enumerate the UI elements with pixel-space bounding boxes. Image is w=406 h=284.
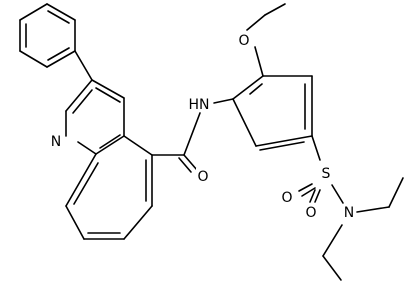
bond — [178, 157, 192, 173]
bond — [249, 83, 263, 95]
bond — [232, 75, 264, 100]
bond — [65, 153, 97, 207]
atom-label-amide-o: O — [197, 169, 208, 185]
bond — [232, 98, 257, 147]
bond — [183, 154, 198, 171]
bond — [322, 224, 343, 257]
atom-label-sulfonyl-o-bottom: O — [305, 205, 316, 221]
bond — [77, 141, 97, 155]
bond — [298, 183, 313, 192]
bond — [65, 79, 93, 112]
bond — [73, 162, 99, 205]
bond — [246, 14, 266, 31]
bond — [47, 47, 70, 61]
bond — [91, 79, 125, 99]
bond — [331, 184, 344, 204]
bond — [65, 205, 85, 240]
bond — [322, 255, 342, 281]
bond — [183, 112, 201, 156]
bond — [95, 87, 121, 103]
bond — [123, 135, 153, 156]
bond — [46, 3, 76, 21]
bond — [99, 134, 121, 149]
bond — [123, 205, 153, 240]
bond — [388, 177, 404, 208]
bond — [95, 135, 125, 155]
bond — [356, 206, 390, 213]
bond — [46, 50, 76, 68]
bond — [301, 187, 316, 197]
bond — [213, 98, 234, 104]
bond — [74, 50, 93, 81]
bond — [311, 135, 321, 161]
bond — [314, 189, 321, 203]
bond — [254, 46, 264, 77]
atom-label-methoxy-o: O — [238, 33, 249, 49]
bond — [19, 50, 48, 68]
atom-label-sulfonyl-o-left: O — [281, 190, 292, 206]
atom-labels: N HN O O S O O N — [49, 32, 356, 221]
bond — [259, 141, 305, 151]
bond — [47, 10, 70, 24]
bond — [72, 89, 93, 114]
bond — [19, 3, 48, 21]
bond-lines — [19, 3, 404, 281]
bond — [264, 3, 286, 16]
atom-label-amide-nh: HN — [189, 97, 210, 113]
atom-label-sulfonamide-n: N — [344, 205, 354, 221]
bond — [255, 135, 313, 147]
atom-label-sulfonyl-s: S — [322, 166, 331, 182]
bond — [309, 189, 316, 203]
atom-label-quinoline-n: N — [51, 134, 61, 150]
